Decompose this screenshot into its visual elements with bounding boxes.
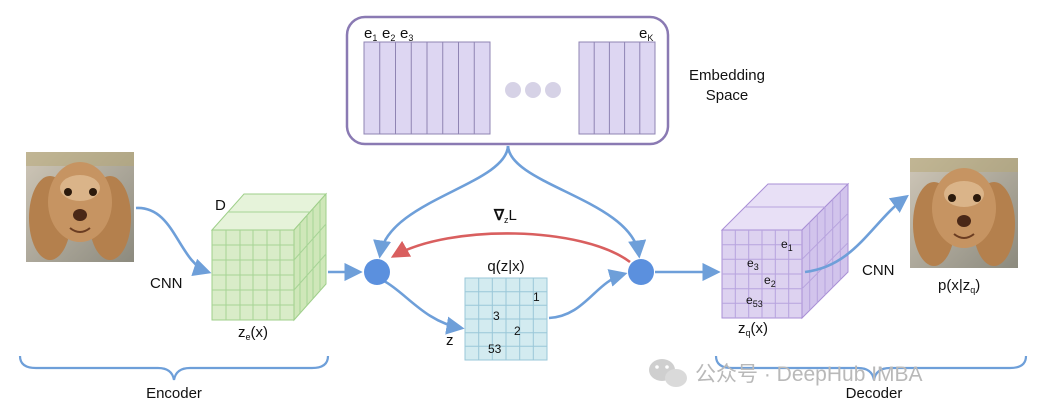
decoder-input-label: zq(x) [738,320,768,338]
arrow-image-to-encoder [135,206,212,277]
decoder-output-label: p(x|zq) [938,277,980,295]
embedding-vector-label-2: e2 [382,25,395,43]
encoder-brace [18,355,330,381]
posterior-grid [464,277,548,361]
grid-value-1: 1 [533,290,540,304]
gradient-arrow [390,232,631,264]
encoder-cnn-label: CNN [150,275,183,292]
decoder-brace [714,355,1028,381]
grid-value-3: 3 [493,309,500,323]
grid-value-2: 2 [514,324,521,338]
embedding-space-label-line1: Embedding [689,67,765,84]
decoder-section-label: Decoder [846,385,903,402]
embedding-vector-label-1: e1 [364,25,377,43]
arrow-decoder-to-image [804,194,909,274]
embedding-vector-label-k: eK [639,25,653,43]
embedding-space: e1 e2 e3 eK Embedding Space [345,15,765,146]
encoder-depth-label: D [215,197,226,214]
ellipsis-dots-icon [505,82,561,98]
arrow-embedding-to-decoder-node [506,145,647,259]
embedding-vectors-first [363,41,491,135]
z-label: z [446,332,454,349]
embedding-vectors-last [578,41,656,135]
decoder-cube-label-e1: e1 [781,237,793,253]
decoder-cube [720,182,850,320]
dog-photo-reconstructed-icon [910,158,1018,268]
gradient-label: ∇zL [493,207,517,225]
decoder-cube-label-e2: e2 [764,273,776,289]
arrow-node-to-grid [383,279,465,335]
grid-value-53: 53 [488,342,502,356]
encoder-cube [210,192,328,322]
embedding-space-label-line2: Space [706,87,749,104]
dog-photo-icon [26,152,134,262]
encoder-section-label: Encoder [146,385,202,402]
wechat-icon [649,359,687,387]
decoder-merge-node [628,259,654,285]
arrow-embedding-to-encoder-node [373,145,510,259]
decoder-cube-label-e53: e53 [746,293,763,309]
watermark-text: 公众号 · DeepHub IMBA [695,363,923,386]
decoder-cube-label-e3: e3 [747,256,759,272]
embedding-vector-label-3: e3 [400,25,413,43]
posterior-label: q(z|x) [487,258,524,275]
encoder-merge-node [364,259,390,285]
encoder-output-label: ze(x) [238,324,268,342]
decoder-cnn-label: CNN [862,262,895,279]
arrow-grid-to-node [548,269,628,320]
